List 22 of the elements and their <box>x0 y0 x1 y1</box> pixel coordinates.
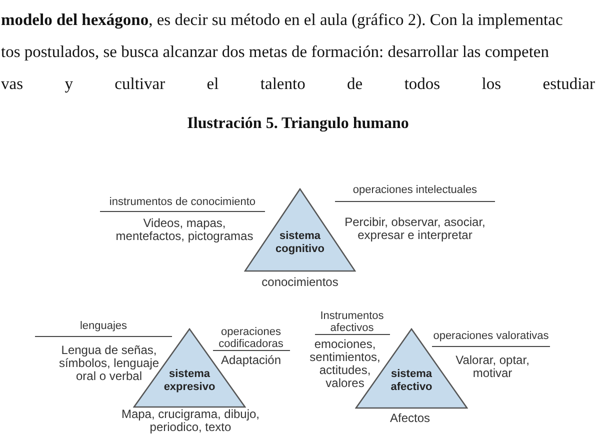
triangle-label: sistema afectivo <box>390 368 434 394</box>
paragraph-line: tos postulados, se busca alcanzar dos metas de formación: desarrollar las competen <box>1 42 550 62</box>
description-text: emociones, sentimientos, actitudes, valores <box>308 338 382 390</box>
paragraph-line: modelo del hexágono, es decir su método en el aula (gráfico 2). Con la implementac <box>1 10 564 30</box>
category-heading: operaciones valorativas <box>432 330 550 342</box>
description-text: Percibir, observar, asociar, expresar e interpretar <box>344 216 486 242</box>
category-heading: operaciones codificadoras <box>218 326 284 350</box>
description-text: Adaptación <box>220 354 282 367</box>
description-text: conocimientos <box>260 276 340 289</box>
category-heading: operaciones intelectuales <box>352 184 478 196</box>
description-text: Afectos <box>388 412 432 425</box>
category-heading: lenguajes <box>78 320 128 332</box>
category-heading: instrumentos de conocimiento <box>108 196 257 208</box>
figure-caption: Ilustración 5. Triangulo humano <box>186 115 410 133</box>
paragraph-line: vas y cultivar el talento de todos los estudiar <box>1 74 595 94</box>
description-text: Lengua de señas, símbolos, lenguaje oral o verbal <box>58 344 160 383</box>
description-text: Valorar, optar, motivar <box>454 354 530 380</box>
description-text: Mapa, crucigrama, dibujo, periodico, texto <box>120 408 261 434</box>
description-text: Videos, mapas, mentefactos, pictogramas <box>114 217 254 243</box>
triangle-label: sistema expresivo <box>162 368 216 394</box>
triangle-label: sistema cognitivo <box>274 230 326 256</box>
category-heading: Instrumentos afectivos <box>319 310 385 334</box>
